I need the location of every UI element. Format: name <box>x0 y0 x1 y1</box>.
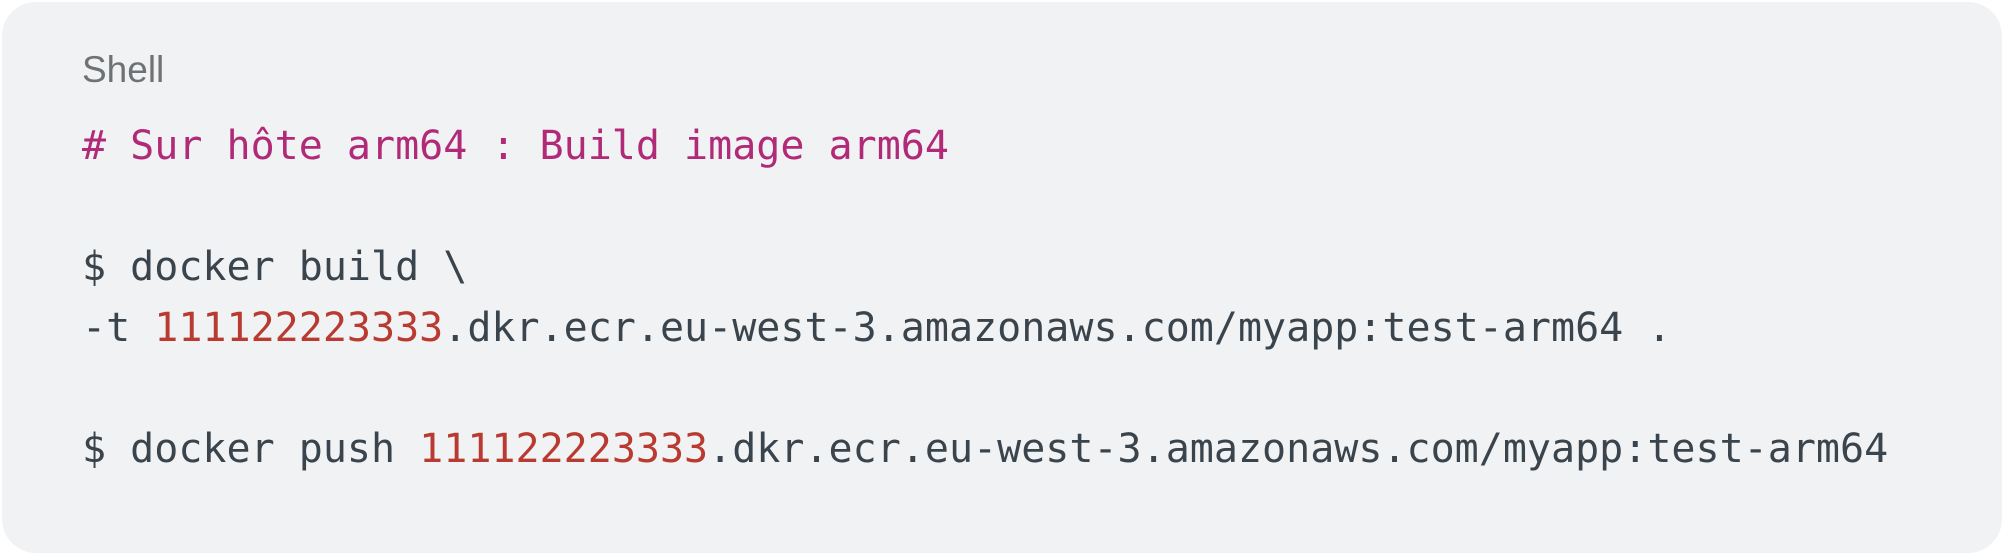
command-prefix: $ docker push <box>82 426 420 472</box>
code-line-build-tag: -t 111122223333.dkr.ecr.eu-west-3.amazon… <box>82 298 2002 359</box>
account-id-number: 111122223333 <box>154 305 444 351</box>
code-line-blank <box>82 359 2002 419</box>
code-line-blank <box>82 177 2002 237</box>
command-suffix: .dkr.ecr.eu-west-3.amazonaws.com/myapp:t… <box>708 426 1889 472</box>
command-prefix: -t <box>82 305 155 351</box>
command-suffix: .dkr.ecr.eu-west-3.amazonaws.com/myapp:t… <box>443 305 1672 351</box>
language-label: Shell <box>82 49 165 90</box>
code-line-comment: # Sur hôte arm64 : Build image arm64 <box>82 116 2002 177</box>
account-id-number: 111122223333 <box>419 426 709 472</box>
code-line-build-command: $ docker build \ <box>82 237 2002 298</box>
comment-text: # Sur hôte arm64 : Build image arm64 <box>82 123 949 169</box>
command-text: $ docker build \ <box>82 244 468 290</box>
code-line-push-command: $ docker push 111122223333.dkr.ecr.eu-we… <box>82 419 2002 480</box>
